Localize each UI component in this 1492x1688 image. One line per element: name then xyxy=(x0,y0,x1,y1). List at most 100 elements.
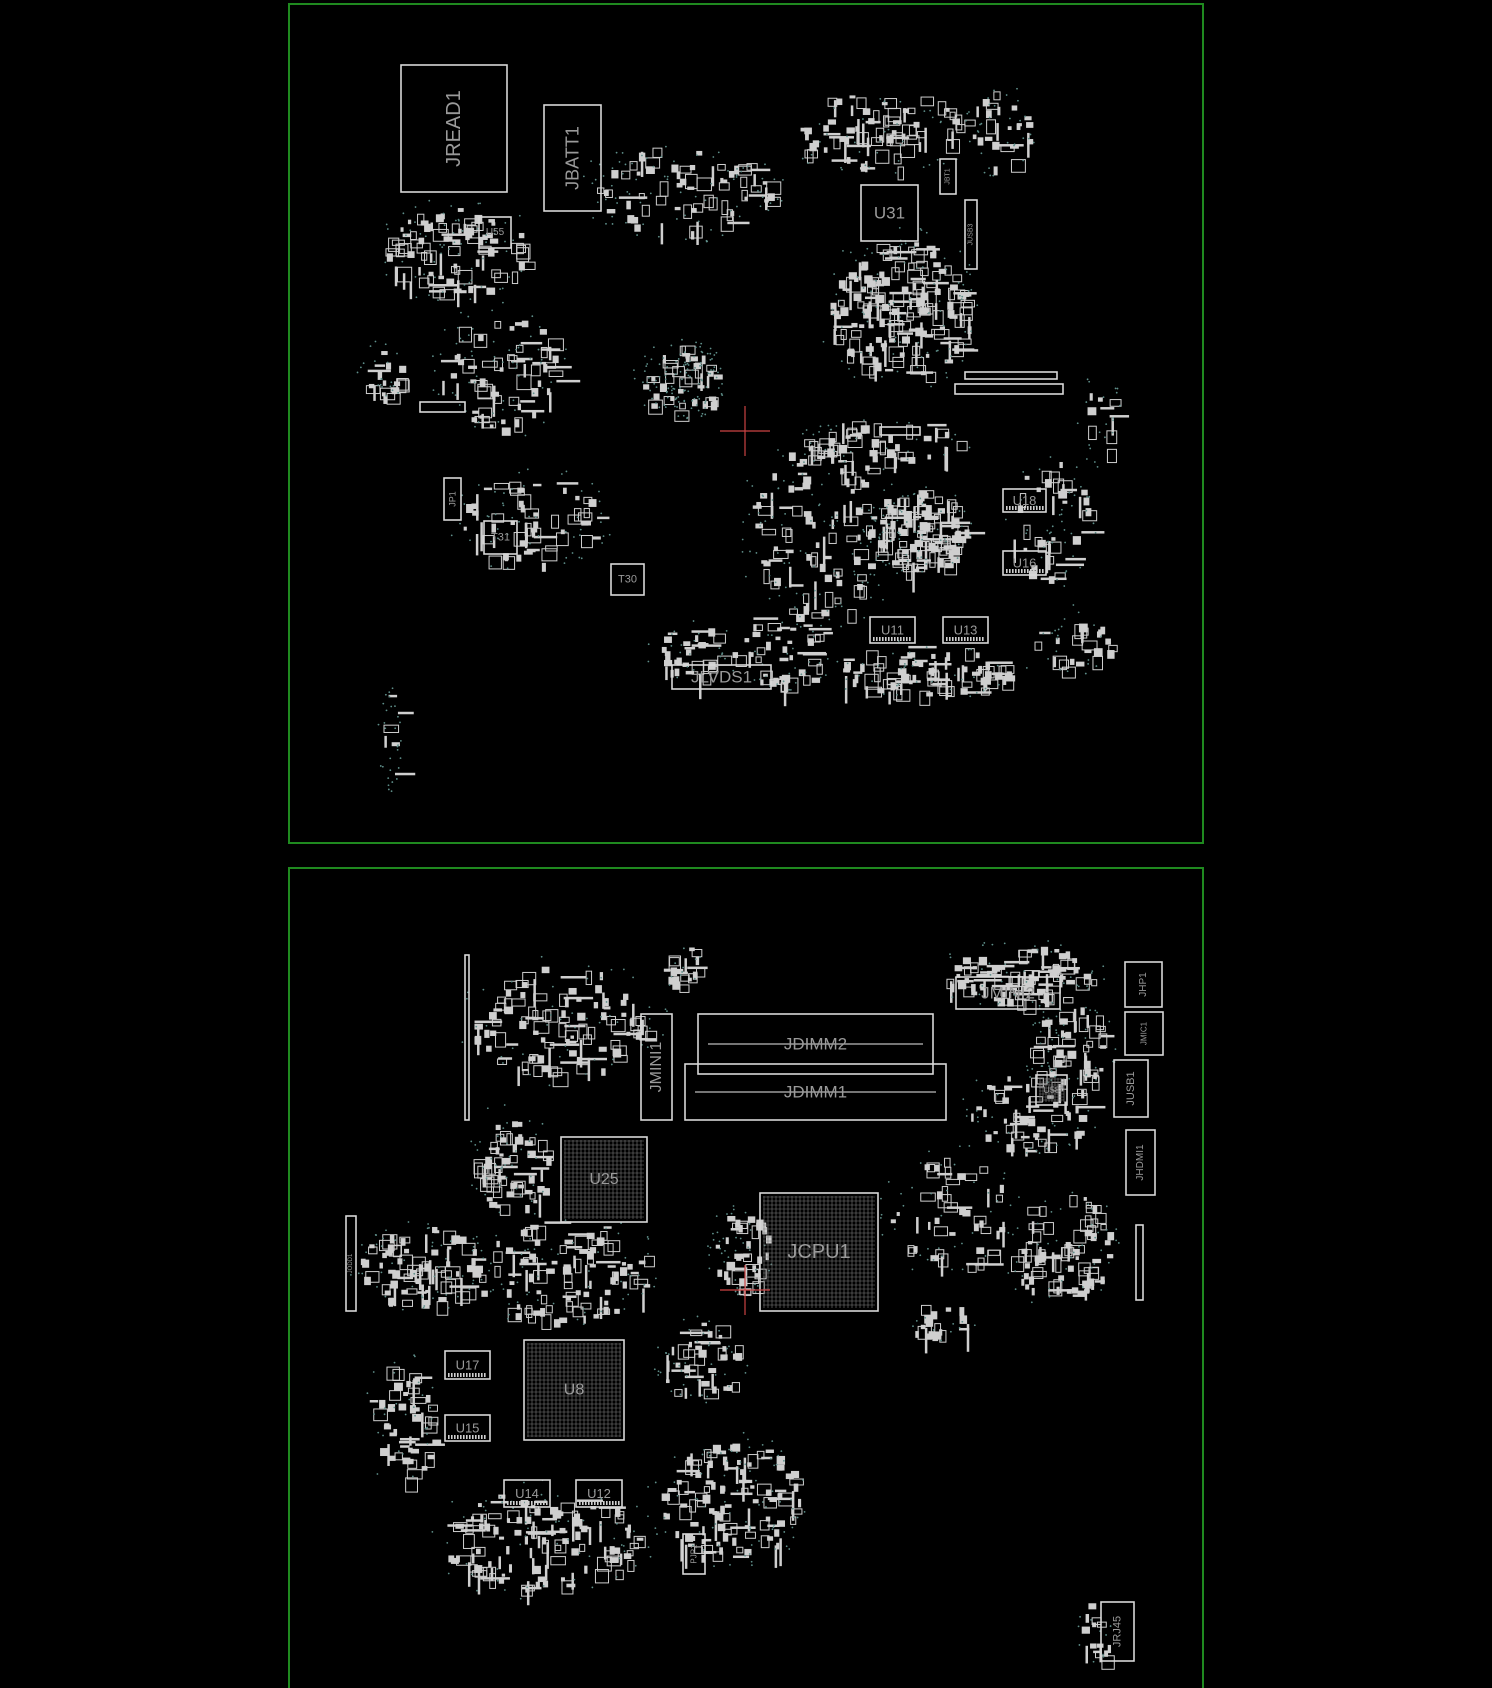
component-u16[interactable]: U16 xyxy=(1002,550,1047,576)
component-jread1[interactable]: JREAD1 xyxy=(400,64,508,193)
component-outline xyxy=(540,346,548,359)
via-dot xyxy=(813,596,816,599)
via-dot xyxy=(674,398,677,401)
component-outline xyxy=(394,1452,403,1461)
component-u15[interactable]: U15 xyxy=(444,1414,491,1442)
ic-pin xyxy=(540,1501,542,1505)
trace-pad xyxy=(1031,970,1035,995)
via-dot xyxy=(732,669,735,672)
component-jbt1[interactable]: JBT1 xyxy=(939,158,957,195)
via-dot xyxy=(707,1344,710,1347)
smd-pad xyxy=(535,1581,540,1590)
ic-pin xyxy=(1030,569,1032,573)
component-u8[interactable]: U8 xyxy=(523,1339,625,1441)
fpc-connector[interactable] xyxy=(964,371,1058,380)
ic-pin xyxy=(891,637,893,641)
smd-pad xyxy=(978,956,988,966)
trace-pad xyxy=(853,671,863,674)
via-dot xyxy=(479,202,481,205)
ic-pin xyxy=(961,637,963,641)
component-jrj45[interactable]: JRJ45 xyxy=(1100,1601,1135,1662)
component-pjp1[interactable]: PJP1 xyxy=(682,1533,706,1575)
component-u55[interactable]: U55 xyxy=(478,216,512,249)
fpc-connector[interactable] xyxy=(419,401,466,413)
fpc-connector[interactable] xyxy=(879,426,921,436)
via-dot xyxy=(968,140,971,143)
via-dot xyxy=(515,1187,518,1190)
component-jbatt1[interactable]: JBATT1 xyxy=(543,104,602,212)
smd-pad xyxy=(517,403,521,411)
smd-pad xyxy=(559,1527,566,1534)
component-jhdmi1[interactable]: JHDMI1 xyxy=(1125,1129,1156,1196)
smd-pad xyxy=(752,631,761,638)
smd-pad xyxy=(925,505,932,514)
component-u18[interactable]: U18 xyxy=(1002,488,1047,513)
component-jmini1[interactable]: JMINI1 xyxy=(640,1013,673,1121)
component-outline xyxy=(726,209,733,222)
trace-pad xyxy=(699,673,702,700)
component-outline xyxy=(899,541,908,548)
component-outline xyxy=(998,997,1011,1006)
via-dot xyxy=(943,538,946,540)
component-jusb1[interactable]: JUSB1 xyxy=(1113,1059,1149,1118)
component-jusb3[interactable]: JUSB3 xyxy=(964,199,978,270)
trace-pad xyxy=(607,1265,616,1268)
fpc-connector[interactable] xyxy=(954,383,1064,395)
component-u31[interactable]: U31 xyxy=(860,184,919,242)
component-jdimm1[interactable]: JDIMM1 xyxy=(684,1063,947,1121)
trace-pad xyxy=(980,971,998,974)
component-u13[interactable]: U13 xyxy=(942,616,989,644)
component-jmini2[interactable]: JMINI2 xyxy=(955,976,1061,1010)
via-dot xyxy=(664,1008,667,1011)
trace-pad xyxy=(556,482,579,485)
edge-connector[interactable] xyxy=(1135,1224,1144,1301)
component-t30[interactable]: T30 xyxy=(610,563,645,596)
component-jdimm2[interactable]: JDIMM2 xyxy=(697,1013,934,1075)
component-u14[interactable]: U14 xyxy=(503,1479,551,1508)
component-jmic1[interactable]: JMIC1 xyxy=(1124,1011,1164,1056)
via-dot xyxy=(970,648,973,651)
via-dot xyxy=(650,358,653,361)
component-jp1[interactable]: JP1 xyxy=(443,477,462,521)
smd-pad xyxy=(388,1455,396,1461)
component-jodd1[interactable]: JODD1 xyxy=(345,1215,357,1312)
component-u11[interactable]: U11 xyxy=(869,616,916,644)
component-u58[interactable]: U58 xyxy=(1035,1074,1068,1106)
via-dot xyxy=(470,267,473,270)
jmini1-outline xyxy=(640,1013,673,1121)
smd-pad xyxy=(680,1503,688,1508)
trace-pad xyxy=(742,1472,745,1502)
component-jhp1[interactable]: JHP1 xyxy=(1124,961,1163,1008)
smd-pad xyxy=(613,1272,619,1282)
via-dot xyxy=(748,1553,751,1555)
via-dot xyxy=(382,1434,384,1437)
component-jlvds1[interactable]: JLVDS1 xyxy=(671,664,772,690)
via-dot xyxy=(466,997,468,1000)
via-dot xyxy=(482,257,484,260)
via-dot xyxy=(448,248,450,251)
via-dot xyxy=(544,1498,546,1501)
smd-pad xyxy=(972,966,977,970)
component-u17[interactable]: U17 xyxy=(444,1350,491,1380)
via-dot xyxy=(463,503,466,505)
component-u25[interactable]: U25 xyxy=(560,1136,648,1223)
component-u12[interactable]: U12 xyxy=(575,1479,623,1508)
via-dot xyxy=(1030,1301,1033,1304)
component-t31[interactable]: T31 xyxy=(483,520,518,555)
smd-pad xyxy=(922,535,928,541)
via-dot xyxy=(469,539,471,542)
ic-pin xyxy=(543,1501,545,1505)
smd-pad xyxy=(989,1085,996,1091)
component-outline xyxy=(750,185,762,193)
via-dot xyxy=(380,1245,383,1248)
edge-connector[interactable] xyxy=(464,954,470,1121)
component-jcpu1[interactable]: JCPU1 xyxy=(759,1192,879,1312)
via-dot xyxy=(578,534,581,537)
via-dot xyxy=(704,413,707,416)
smd-pad xyxy=(720,1354,728,1361)
